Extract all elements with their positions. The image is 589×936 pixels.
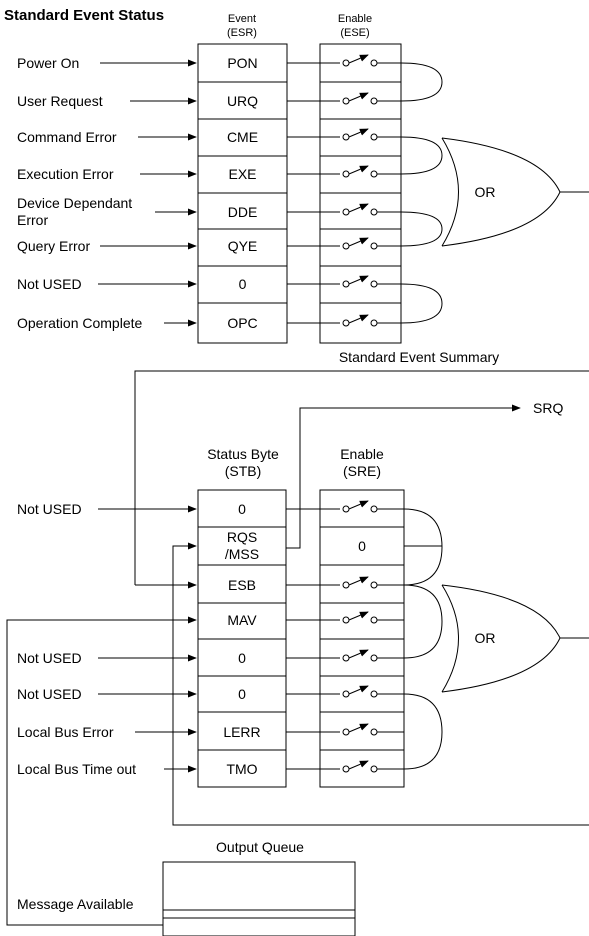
esr-header-line2: (ESR) [227, 27, 257, 39]
esr-bit-label: QYE [228, 238, 258, 254]
ese-switch [342, 203, 378, 216]
rqs-feedback-line [172, 542, 589, 826]
stb-bit-label: 0 [238, 650, 246, 666]
esr-gate-wire [400, 283, 443, 324]
stb-input-label: Not USED [17, 686, 82, 702]
stb-or-gate: OR [441, 584, 589, 693]
output-queue-title: Output Queue [216, 839, 304, 855]
esr-gate-wire [400, 62, 443, 102]
esr-header-line1: Event [228, 13, 256, 25]
esr-gate-wire [400, 211, 443, 247]
stb-bit-label: 0 [238, 686, 246, 702]
stb-gate-wire [403, 584, 443, 659]
esr-input-label: Power On [17, 55, 79, 71]
esr-bit-label: CME [227, 129, 258, 145]
output-queue: Output Queue Message Available [17, 839, 356, 936]
stb-input-label: Local Bus Error [17, 724, 114, 740]
sre-switch [342, 649, 378, 662]
esr-or-gate: OR [441, 137, 589, 247]
mav-line [6, 616, 197, 926]
esr-bit-label: 0 [239, 276, 247, 292]
sre-switch [342, 500, 378, 513]
esr-bit-label: EXE [228, 166, 256, 182]
stb-bit-label-line2: /MSS [225, 546, 259, 562]
stb-header-line2: (STB) [225, 463, 262, 479]
esr-or-gate-label: OR [475, 184, 496, 200]
sre-header-line2: (SRE) [343, 463, 381, 479]
esr-input-label: Query Error [17, 238, 90, 254]
stb-input-label: Not USED [17, 501, 82, 517]
stb-bit-label: LERR [223, 724, 260, 740]
stb-input-label: Not USED [17, 650, 82, 666]
sre-fixed-bit: 0 [358, 538, 366, 554]
esr-input-label: Not USED [17, 276, 82, 292]
stb-header-line1: Status Byte [207, 446, 279, 462]
esr-input-label: Execution Error [17, 166, 114, 182]
ese-header-line2: (ESE) [340, 27, 369, 39]
stb-or-gate-label: OR [475, 630, 496, 646]
stb-bit-label: RQS [227, 529, 257, 545]
esr-input-label-line2: Error [17, 212, 48, 228]
sre-switch [342, 611, 378, 624]
esr-bit-label: OPC [227, 315, 257, 331]
stb-bit-label: MAV [227, 612, 257, 628]
sre-switch [342, 576, 378, 589]
diagram-title: Standard Event Status [4, 7, 164, 24]
esr-input-label: Command Error [17, 129, 117, 145]
esr-bit-label: DDE [228, 204, 258, 220]
standard-event-summary-label: Standard Event Summary [339, 349, 499, 365]
sre-header-line1: Enable [340, 446, 384, 462]
ese-header-line1: Enable [338, 13, 372, 25]
esr-bit-label: PON [227, 55, 257, 71]
esr-input-label: Operation Complete [17, 315, 143, 331]
esr-bit-label: URQ [227, 93, 258, 109]
stb-bit-label: 0 [238, 501, 246, 517]
srq-label: SRQ [533, 400, 563, 416]
esr-input-label: Device Dependant [17, 195, 132, 211]
stb-bit-label: ESB [228, 577, 256, 593]
stb-input-label: Local Bus Time out [17, 761, 136, 777]
standard-event-summary-line: Standard Event Summary [134, 349, 589, 589]
esr-gate-wire [400, 136, 443, 175]
stb-bit-label: TMO [226, 761, 257, 777]
esr-input-label: User Request [17, 93, 103, 109]
stb-gate-wire [403, 693, 443, 770]
stb-gate-wire [403, 508, 443, 586]
srq-line: SRQ [286, 400, 563, 549]
message-available-label: Message Available [17, 896, 134, 912]
